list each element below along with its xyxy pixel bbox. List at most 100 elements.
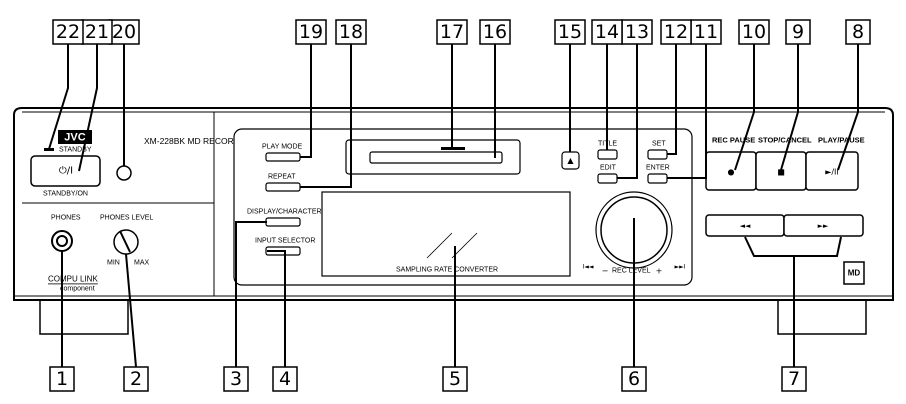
callout-8: 8	[852, 21, 864, 43]
callout-3: 3	[230, 368, 242, 390]
leader-lines	[48, 43, 859, 368]
fast-forward-icon: ►►	[818, 222, 829, 230]
compu-link-label: COMPU LINK	[48, 275, 98, 284]
callout-10: 10	[742, 21, 766, 43]
callout-box-10	[738, 19, 770, 45]
power-symbol: ⏻/I	[59, 166, 73, 177]
callout-box-7	[781, 366, 807, 392]
disc-indicator	[441, 147, 465, 150]
component-label: component	[60, 286, 95, 293]
rec-pause-label: REC PAUSE	[712, 136, 755, 145]
leader-22	[48, 43, 69, 150]
md-logo-text: MD	[848, 269, 861, 278]
callout-box-15	[554, 19, 586, 45]
display-character-button[interactable]	[265, 217, 301, 227]
repeat-label: REPEAT	[268, 174, 296, 181]
leader-21	[78, 43, 98, 172]
phones-jack[interactable]	[56, 235, 68, 247]
callout-15: 15	[558, 21, 582, 43]
callout-12: 12	[664, 21, 688, 43]
rewind-icon: ◄◄	[740, 222, 751, 230]
jvc-logo-text: JVC	[64, 132, 85, 144]
rec-level-minus: −	[602, 267, 609, 276]
callout-box-18	[335, 19, 367, 45]
leader-13	[617, 43, 638, 179]
min-label: MIN	[107, 260, 120, 267]
callout-box-8	[845, 19, 871, 45]
rec-icon: ●	[728, 168, 735, 177]
leader-19	[300, 43, 312, 158]
standby-indicator	[44, 148, 54, 151]
callout-1: 1	[56, 368, 68, 390]
callout-box-2	[123, 366, 149, 392]
jvc-logo	[58, 130, 92, 144]
callout-4: 4	[279, 368, 291, 390]
stop-cancel-label: STOP/CANCEL	[758, 136, 812, 145]
leader-3	[235, 221, 267, 367]
callout-13: 13	[625, 21, 649, 43]
play-pause-icon: ►/II	[825, 168, 839, 177]
display-glare-2	[451, 232, 478, 259]
repeat-button[interactable]	[265, 182, 301, 192]
leader-2	[125, 253, 137, 368]
sampling-rate-label: SAMPLING RATE CONVERTER	[396, 267, 498, 274]
callout-2: 2	[130, 368, 142, 390]
callout-box-3	[223, 366, 249, 392]
leader-11	[667, 43, 707, 179]
callout-19: 19	[299, 21, 323, 43]
disc-loading-slot[interactable]	[369, 151, 503, 164]
standby-label: STANDBY	[59, 147, 92, 154]
leader-18	[300, 43, 352, 188]
display-character-label: DISPLAY/CHARACTER	[247, 209, 322, 216]
phones-label: PHONES	[51, 215, 81, 222]
callout-11: 11	[694, 21, 718, 43]
leader-8	[837, 43, 859, 171]
callout-box-14	[591, 19, 623, 45]
callout-20: 20	[112, 21, 136, 43]
callout-box-16	[479, 19, 511, 45]
edit-button[interactable]	[597, 173, 618, 184]
callout-box-11	[690, 19, 722, 45]
callout-5: 5	[449, 368, 461, 390]
fast-forward-button[interactable]	[783, 214, 864, 237]
leader-7	[744, 236, 842, 257]
play-mode-button[interactable]	[265, 152, 301, 162]
edit-label: EDIT	[600, 165, 617, 172]
remote-sensor	[116, 165, 132, 181]
eject-icon: ▲	[567, 156, 574, 165]
callout-box-9	[785, 19, 811, 45]
callout-box-12	[660, 19, 692, 45]
callouts-top: 8 9 10 11 12 13 14 15 16 17 18 19 20 21 …	[52, 19, 871, 45]
callout-18: 18	[339, 21, 363, 43]
callout-9: 9	[792, 21, 804, 43]
callout-box-22	[52, 19, 84, 45]
leader-10	[734, 43, 755, 171]
callout-box-13	[621, 19, 653, 45]
callout-17: 17	[440, 21, 464, 43]
display-window	[321, 191, 571, 277]
callout-7: 7	[788, 368, 800, 390]
title-button[interactable]	[597, 149, 618, 160]
standby-on-label: STANDBY/ON	[43, 191, 88, 198]
play-pause-label: PLAY/PAUSE	[818, 136, 865, 145]
display-glare-1	[426, 232, 453, 259]
play-pause-button[interactable]	[805, 151, 859, 191]
callout-box-4	[272, 366, 298, 392]
enter-button[interactable]	[647, 173, 668, 184]
rec-level-plus: +	[656, 267, 663, 276]
skip-back-icon: I◄◄	[583, 264, 594, 271]
callout-6: 6	[628, 368, 640, 390]
input-selector-label: INPUT SELECTOR	[255, 238, 315, 245]
model-name: XM-228BK MD RECORDER	[144, 136, 252, 146]
play-mode-label: PLAY MODE	[262, 144, 303, 151]
md-logo	[843, 261, 865, 285]
set-button[interactable]	[647, 149, 668, 160]
knob-indicator	[119, 230, 131, 253]
callout-box-19	[295, 19, 327, 45]
standby-on-button[interactable]	[30, 155, 101, 187]
callout-14: 14	[595, 21, 619, 43]
callout-22: 22	[56, 21, 80, 43]
callout-box-1	[49, 366, 75, 392]
